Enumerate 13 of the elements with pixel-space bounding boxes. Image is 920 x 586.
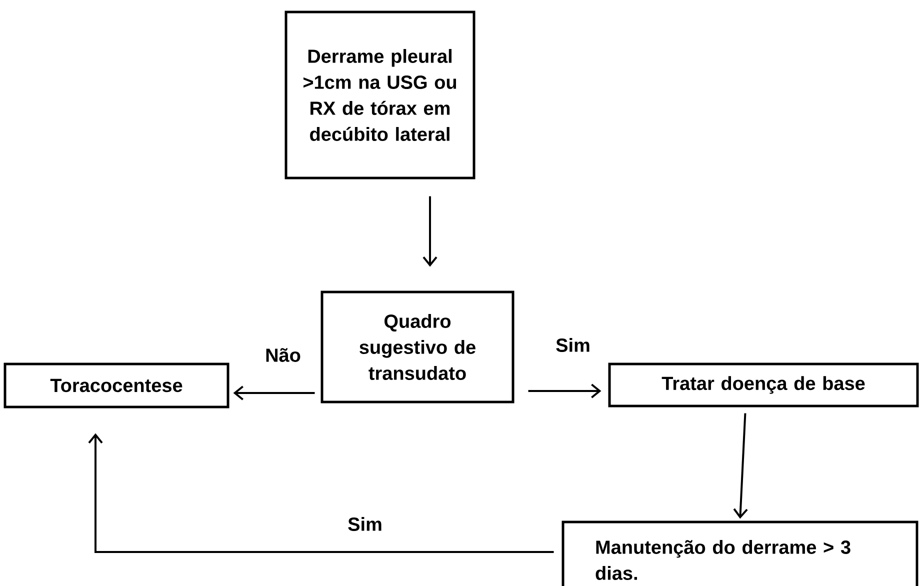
process-box: Quadro sugestivo de transudato [320, 290, 514, 404]
arrow [733, 413, 748, 519]
process-box: Manutenção do derrame > 3 dias. [562, 520, 918, 586]
edge-label: Não [264, 347, 302, 363]
process-box: Derrame pleural >1cm na USG ou RX de tórax em decúbito lateral [284, 10, 476, 180]
arrow [233, 386, 315, 400]
arrow [528, 384, 602, 398]
arrow [422, 196, 438, 267]
edge-label: Sim [346, 516, 384, 532]
process-box: Tratar doença de base [608, 362, 919, 408]
process-box: Toracocentese [4, 362, 230, 408]
edge-label: Sim [554, 337, 592, 353]
arrow [88, 433, 554, 553]
